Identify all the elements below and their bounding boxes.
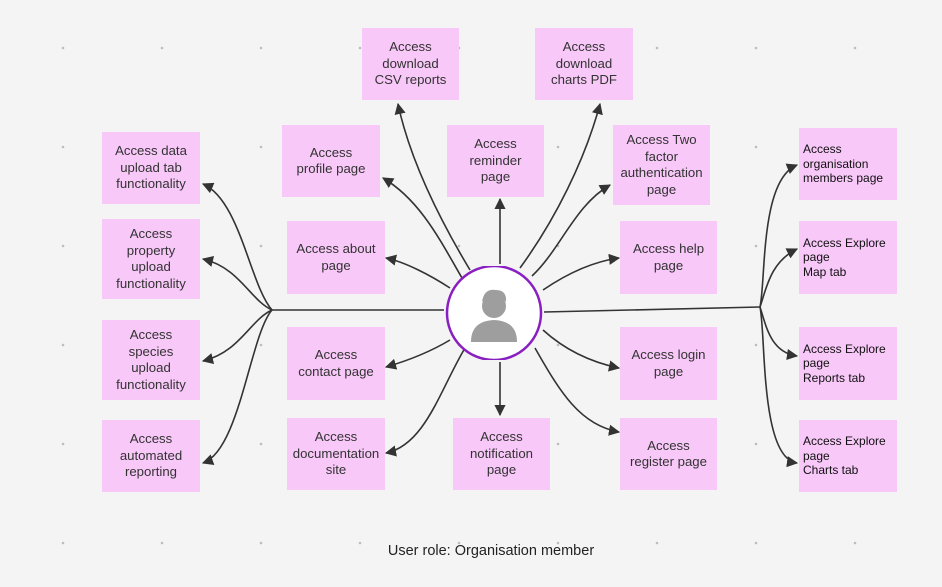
grid-dot <box>853 46 857 50</box>
user-icon <box>445 264 543 362</box>
edge-login <box>542 329 621 372</box>
node-label: Access Explore page Map tab <box>803 235 886 279</box>
node-label: Access documentation site <box>292 429 380 478</box>
node-label: Access login page <box>631 347 706 379</box>
grid-dot <box>358 541 362 545</box>
node-label: Access automated reporting <box>119 431 183 480</box>
grid-dot <box>556 343 560 347</box>
grid-dot <box>556 145 560 149</box>
edge-org-members <box>759 163 799 308</box>
grid-dot <box>556 442 560 446</box>
edge-property-upload <box>201 255 273 311</box>
grid-dot <box>259 343 263 347</box>
grid-dot <box>259 442 263 446</box>
grid-dot <box>358 46 362 50</box>
node-label: Access download charts PDF <box>551 39 617 88</box>
edge-explore-reports <box>759 306 799 361</box>
node-label: Access profile page <box>296 144 366 177</box>
node-explore-charts[interactable]: Access Explore page Charts tab <box>799 420 897 492</box>
edge-help <box>542 253 621 291</box>
node-profile[interactable]: Access profile page <box>282 125 380 197</box>
grid-dot <box>655 541 659 545</box>
node-label: Access contact page <box>298 347 374 379</box>
grid-dot <box>754 343 758 347</box>
grid-dot <box>457 541 461 545</box>
grid-dot <box>61 541 65 545</box>
node-label: Access register page <box>630 437 707 470</box>
grid-dot <box>61 244 65 248</box>
node-label: Access property upload functionality <box>116 226 186 291</box>
edge-register <box>534 347 621 436</box>
grid-dot <box>754 145 758 149</box>
edge-trunk-right <box>543 306 761 313</box>
node-label: Access Explore page Reports tab <box>803 341 886 385</box>
grid-dot <box>61 343 65 347</box>
node-label: Access data upload tab functionality <box>115 143 187 192</box>
grid-dot <box>259 541 263 545</box>
node-label: Access Explore page Charts tab <box>803 434 886 478</box>
grid-dot <box>61 145 65 149</box>
grid-dot <box>160 541 164 545</box>
grid-dot <box>259 244 263 248</box>
node-label: Access about page <box>296 241 376 273</box>
node-documentation[interactable]: Access documentation site <box>287 418 385 490</box>
grid-dot <box>160 46 164 50</box>
node-label: Access species upload functionality <box>116 327 186 392</box>
grid-dot <box>61 46 65 50</box>
grid-dot <box>754 244 758 248</box>
node-contact[interactable]: Access contact page <box>287 327 385 400</box>
edge-profile <box>382 177 463 279</box>
edge-species-upload <box>201 309 273 365</box>
node-help[interactable]: Access help page <box>620 221 717 294</box>
grid-dot <box>556 541 560 545</box>
diagram-caption: User role: Organisation member <box>387 543 595 559</box>
node-login[interactable]: Access login page <box>620 327 717 400</box>
node-automated-reporting[interactable]: Access automated reporting <box>102 420 200 492</box>
node-about[interactable]: Access about page <box>287 221 385 294</box>
edge-about <box>384 254 451 289</box>
node-csv[interactable]: Access download CSV reports <box>362 28 459 100</box>
node-pdf[interactable]: Access download charts PDF <box>535 28 633 100</box>
node-label: Access help page <box>632 241 705 273</box>
node-two-factor[interactable]: Access Two factor authentication page <box>613 125 710 205</box>
edge-automated-reporting <box>201 309 273 465</box>
node-org-members[interactable]: Access organisation members page <box>799 128 897 200</box>
edge-pdf <box>519 102 603 269</box>
node-data-upload[interactable]: Access data upload tab functionality <box>102 132 200 204</box>
edge-documentation <box>384 347 466 457</box>
grid-dot <box>754 442 758 446</box>
edge-two-factor <box>531 184 611 277</box>
edge-explore-map <box>759 248 799 308</box>
node-label: Access download CSV reports <box>374 39 447 88</box>
grid-dot <box>457 244 461 248</box>
node-register[interactable]: Access register page <box>620 418 717 490</box>
grid-dot <box>655 46 659 50</box>
grid-dot <box>61 442 65 446</box>
node-label: Access notification page <box>469 429 534 478</box>
node-label: Access Two factor authentication page <box>620 132 703 197</box>
node-label: Access organisation members page <box>803 142 884 186</box>
edge-data-upload <box>201 182 273 311</box>
grid-dot <box>754 541 758 545</box>
node-notification[interactable]: Access notification page <box>453 418 550 490</box>
user-avatar[interactable] <box>444 264 544 362</box>
edge-explore-charts <box>759 306 799 468</box>
edge-csv <box>394 102 471 271</box>
edge-contact <box>384 339 451 370</box>
grid-dot <box>754 46 758 50</box>
node-species-upload[interactable]: Access species upload functionality <box>102 320 200 400</box>
node-label: Access reminder page <box>469 136 522 185</box>
node-property-upload[interactable]: Access property upload functionality <box>102 219 200 299</box>
node-explore-reports[interactable]: Access Explore page Reports tab <box>799 327 897 400</box>
node-reminder[interactable]: Access reminder page <box>447 125 544 197</box>
grid-dot <box>259 145 263 149</box>
grid-dot <box>259 46 263 50</box>
grid-dot <box>853 541 857 545</box>
node-explore-map[interactable]: Access Explore page Map tab <box>799 221 897 294</box>
